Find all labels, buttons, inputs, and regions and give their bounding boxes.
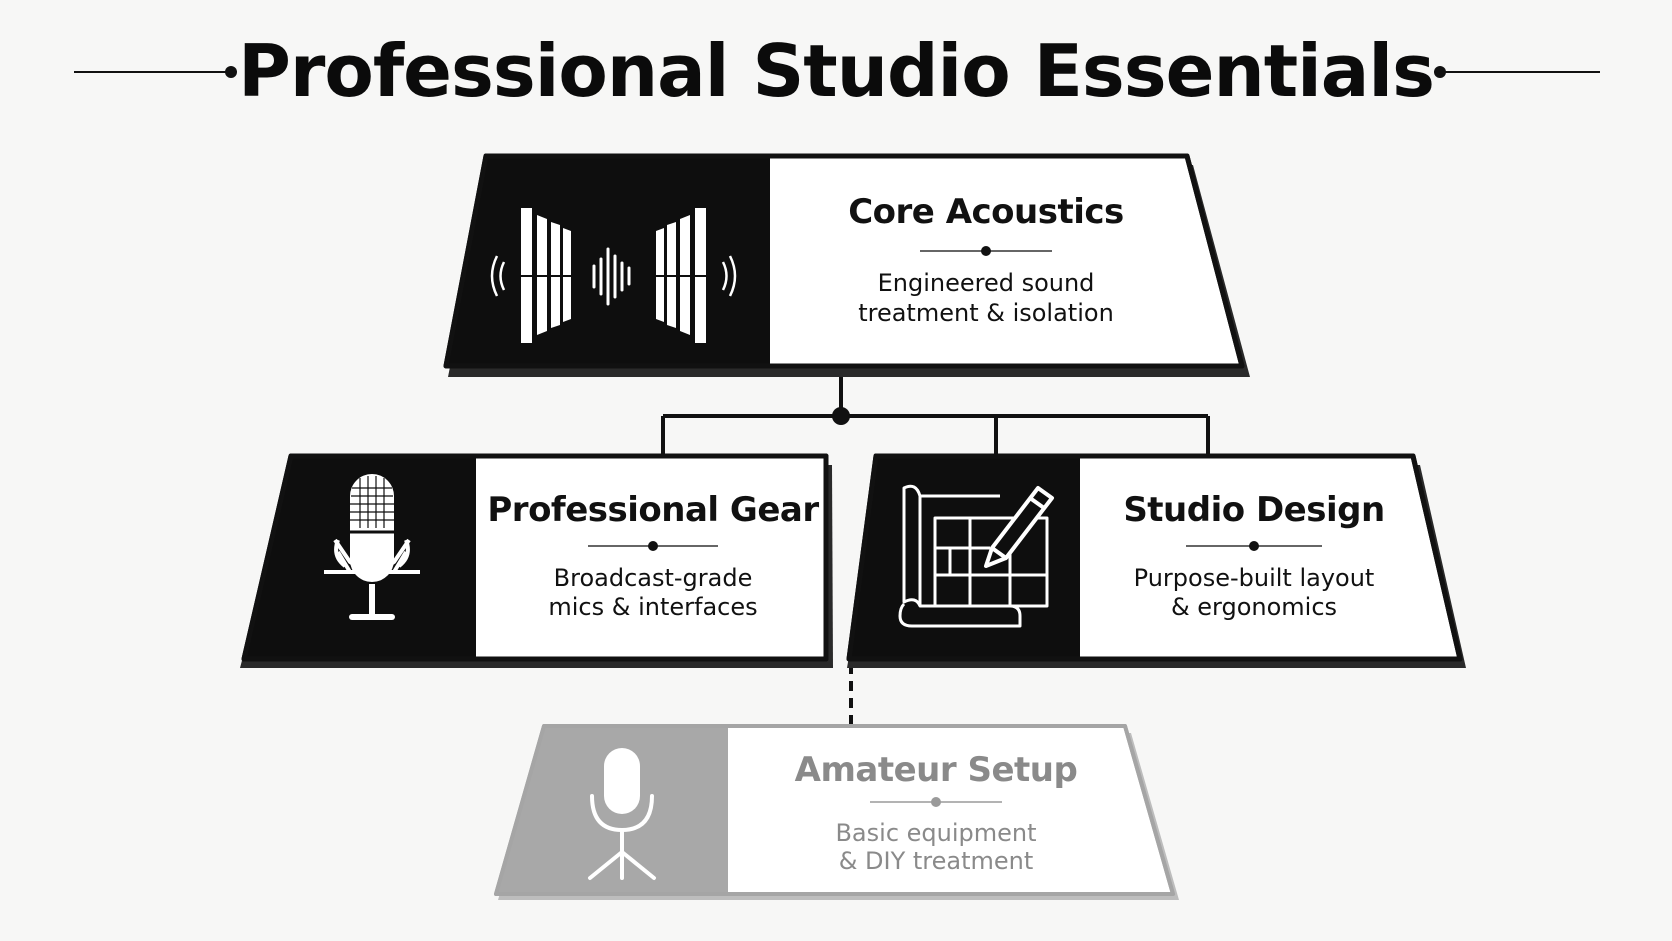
node-label-studio-design: Studio Design: [1123, 490, 1385, 530]
studio-microphone-icon: [324, 474, 420, 620]
node-desc-gear-line2: mics & interfaces: [548, 593, 758, 621]
connector-core-to-branches: [661, 374, 1210, 456]
node-desc-gear-line1: Broadcast-grade: [553, 564, 753, 592]
node-label-professional-gear: Professional Gear: [487, 490, 819, 530]
page-title: Professional Studio Essentials: [238, 29, 1435, 113]
node-desc-amateur-line2: & DIY treatment: [838, 847, 1034, 875]
node-label-amateur-setup: Amateur Setup: [794, 750, 1078, 790]
node-desc-core-line2: treatment & isolation: [858, 299, 1114, 327]
separator-gear: [588, 541, 718, 551]
card-core-acoustics: [443, 153, 1250, 377]
title-rule-left: [74, 66, 237, 78]
connector-junction: [832, 407, 850, 425]
card-studio-design: [846, 453, 1466, 668]
separator-core: [920, 246, 1052, 256]
card-professional-gear: [240, 453, 833, 668]
card-amateur-setup: [494, 724, 1179, 900]
blueprint-pencil-icon: [898, 484, 1054, 628]
title-rule-right: [1434, 66, 1600, 78]
node-desc-design-line1: Purpose-built layout: [1133, 564, 1375, 592]
node-desc-design-line2: & ergonomics: [1170, 593, 1338, 621]
node-label-core-acoustics: Core Acoustics: [848, 192, 1124, 232]
acoustic-panels-icon: [490, 208, 737, 343]
node-desc-amateur-line1: Basic equipment: [835, 819, 1037, 847]
separator-amateur: [870, 797, 1002, 807]
node-desc-core-line1: Engineered sound: [877, 269, 1095, 297]
basic-microphone-icon: [588, 748, 656, 880]
separator-design: [1186, 541, 1322, 551]
